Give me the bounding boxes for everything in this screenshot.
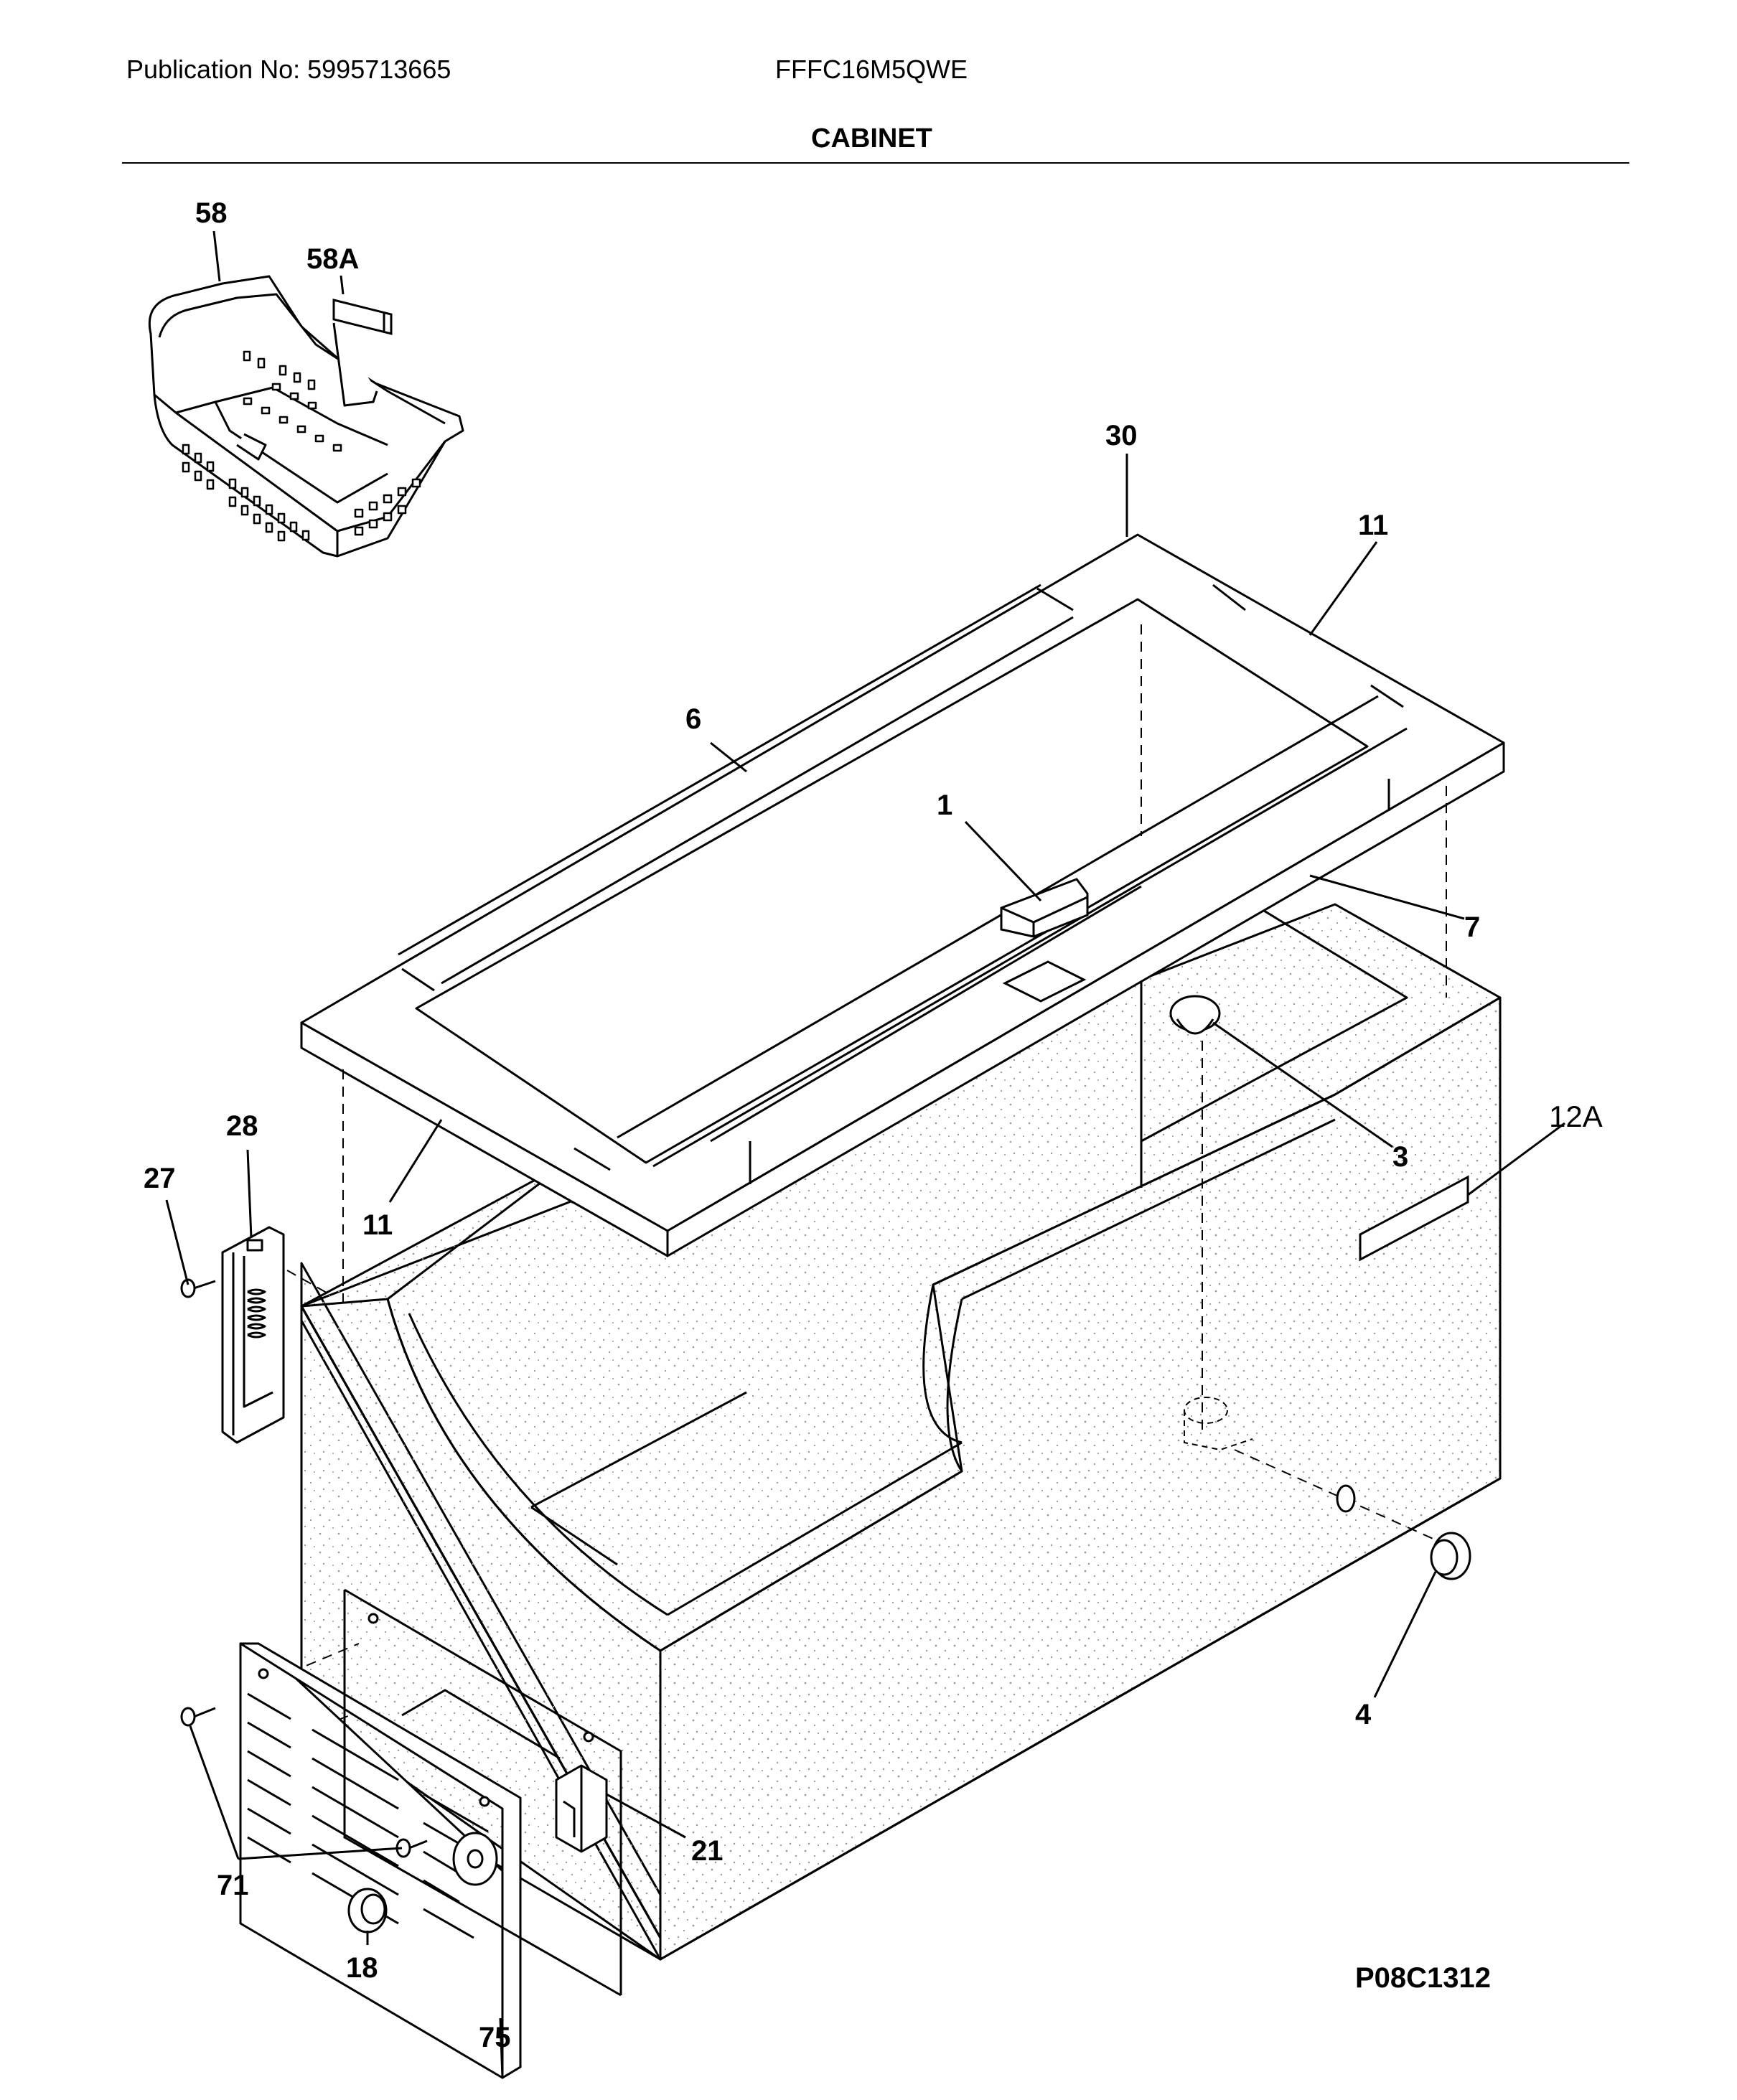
part-label-4: 4 <box>1355 1699 1372 1730</box>
part-label-12a: 12A <box>1549 1100 1603 1133</box>
part-label-58a: 58A <box>306 243 359 275</box>
drain-cap <box>1336 1484 1471 1580</box>
front-grille <box>239 1642 522 2079</box>
grille-recess <box>343 1588 622 1997</box>
part-label-11-top: 11 <box>1358 510 1388 541</box>
part-label-27: 27 <box>144 1163 176 1194</box>
label-plate <box>1359 1175 1469 1262</box>
part-label-6: 6 <box>685 703 701 735</box>
part-label-71: 71 <box>217 1870 249 1901</box>
part-label-7: 7 <box>1464 911 1480 943</box>
lid-lock <box>1000 878 1089 1003</box>
part-label-18: 18 <box>346 1952 378 1984</box>
grille-screws <box>180 1707 428 1858</box>
publication-number: Publication No: 5995713665 <box>126 55 451 84</box>
model-number: FFFC16M5QWE <box>775 55 968 84</box>
thermostat-knob <box>347 1888 388 1933</box>
hinge-screw <box>180 1278 216 1298</box>
diagram-code: P08C1312 <box>1355 1962 1492 1994</box>
basket-divider <box>332 299 393 335</box>
part-label-1: 1 <box>937 789 952 821</box>
lid-centerline <box>710 885 1142 1143</box>
part-label-75: 75 <box>479 2022 511 2053</box>
part-label-58: 58 <box>195 197 228 229</box>
hinge-assembly <box>221 1226 285 1444</box>
drain-plug <box>1169 995 1221 1035</box>
storage-basket <box>148 275 464 558</box>
part-label-11-bottom: 11 <box>362 1209 393 1241</box>
page-title: CABINET <box>811 123 932 154</box>
leader-lines <box>165 230 1565 2078</box>
part-label-3: 3 <box>1392 1141 1408 1173</box>
thermostat <box>555 1764 608 1853</box>
part-label-30: 30 <box>1105 420 1138 451</box>
part-label-28: 28 <box>226 1110 258 1142</box>
part-label-21: 21 <box>691 1835 724 1867</box>
drain-tube <box>1184 1397 1253 1451</box>
header-rule <box>122 162 1629 164</box>
lid-gasket-frame <box>300 533 1505 1257</box>
